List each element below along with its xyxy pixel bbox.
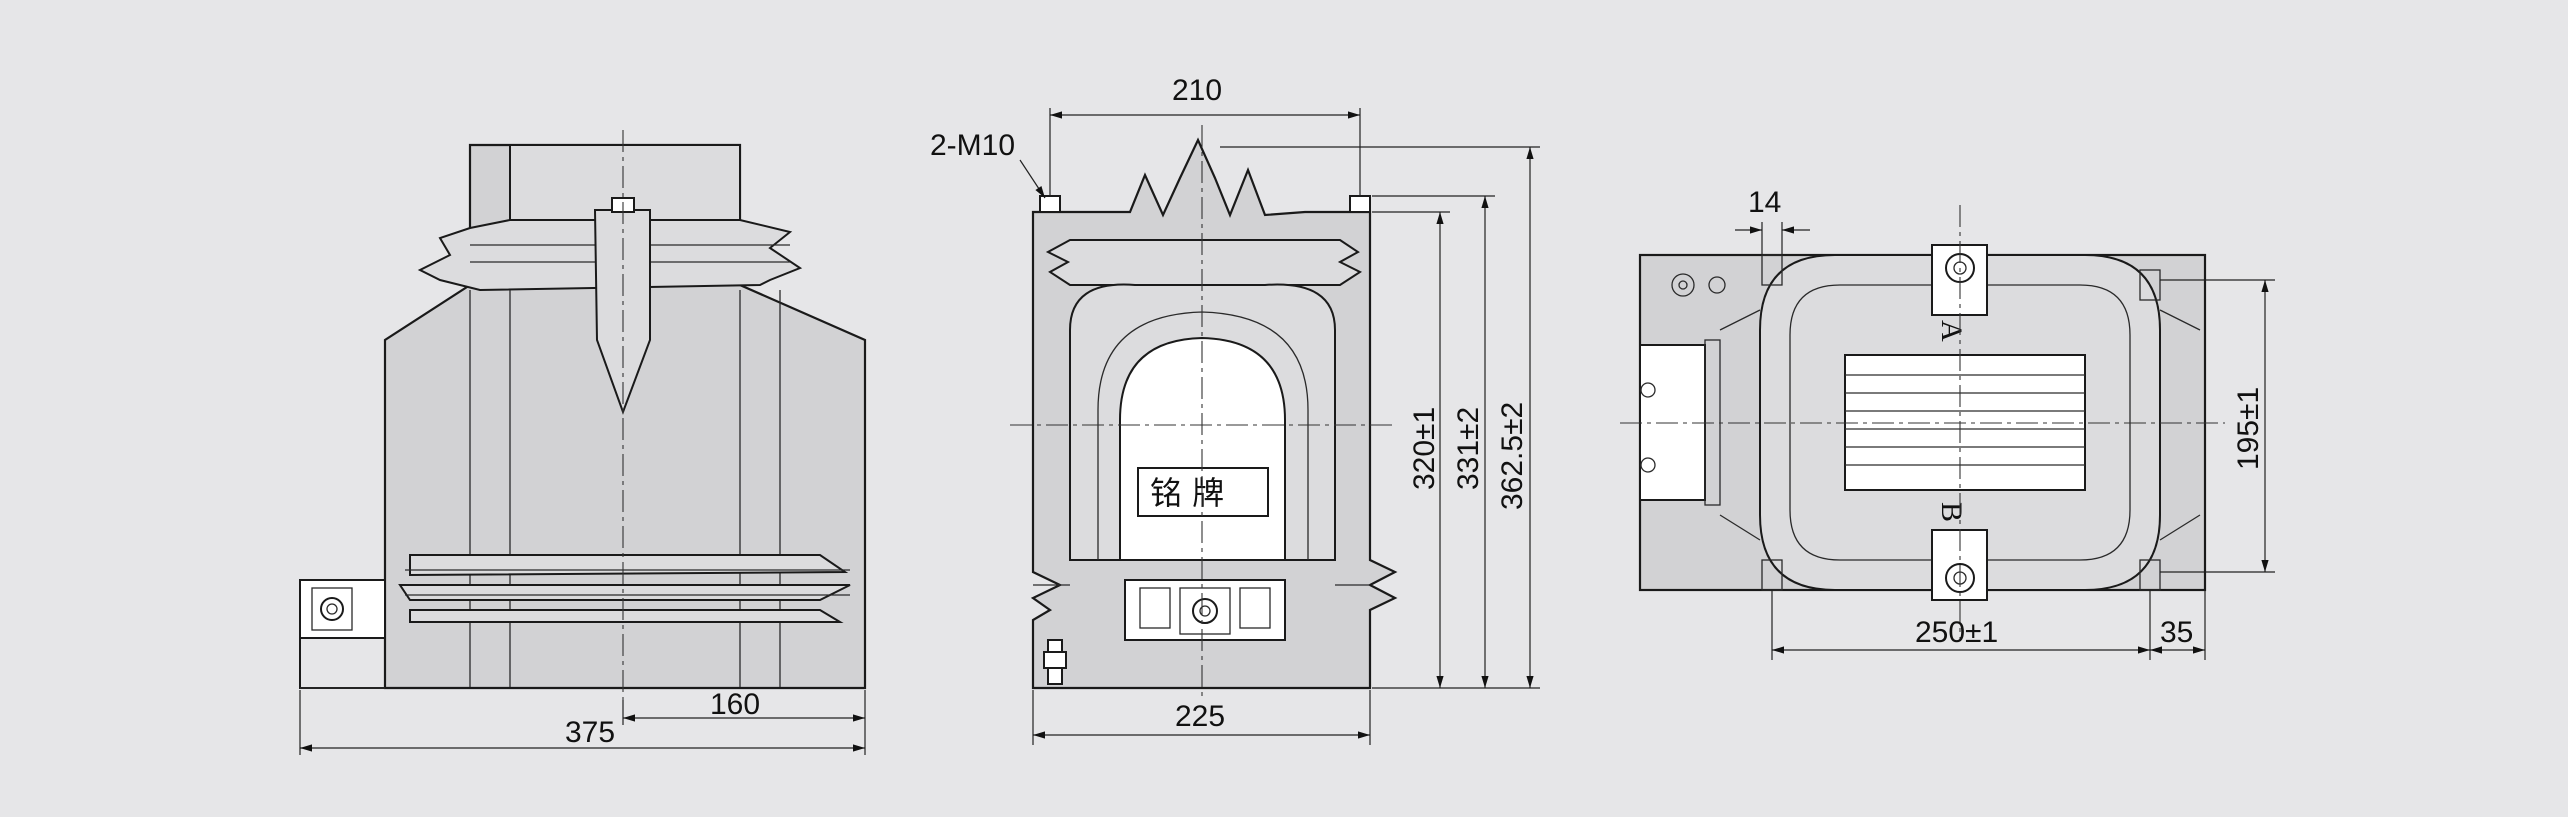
terminal-b-label: B (1935, 502, 1968, 522)
dim-thread: 2-M10 (930, 129, 1015, 162)
dim-overall-width: 375 (565, 716, 615, 749)
dim-h1: 320±1 (1408, 407, 1441, 490)
front-nameplate (1137, 467, 1269, 517)
side-view: 375 160 (299, 130, 867, 755)
dim-depth: 195±1 (2232, 387, 2265, 470)
front-bolt-right (1349, 195, 1371, 213)
nameplate-text: 铭 牌 (1150, 474, 1224, 512)
dim-slot: 14 (1748, 186, 1781, 219)
front-view: 铭 牌 210 2-M10 225 (930, 74, 1540, 745)
terminal-a-label: A (1935, 320, 1968, 342)
side-lower-shed (398, 554, 851, 623)
dim-length: 250±1 (1915, 616, 1998, 649)
front-bolt-left (1039, 195, 1061, 213)
dim-offset: 160 (710, 688, 760, 721)
bottom-view: A B 14 250±1 35 195± (1620, 186, 2275, 660)
dim-top-span: 210 (1172, 74, 1222, 107)
dim-edge: 35 (2160, 616, 2193, 649)
front-upper-shed (1045, 239, 1363, 286)
dim-h2: 331±2 (1452, 407, 1485, 490)
dim-h3: 362.5±2 (1496, 402, 1529, 510)
bottom-slot-tl (1761, 254, 1783, 286)
dim-base-width: 225 (1175, 700, 1225, 733)
